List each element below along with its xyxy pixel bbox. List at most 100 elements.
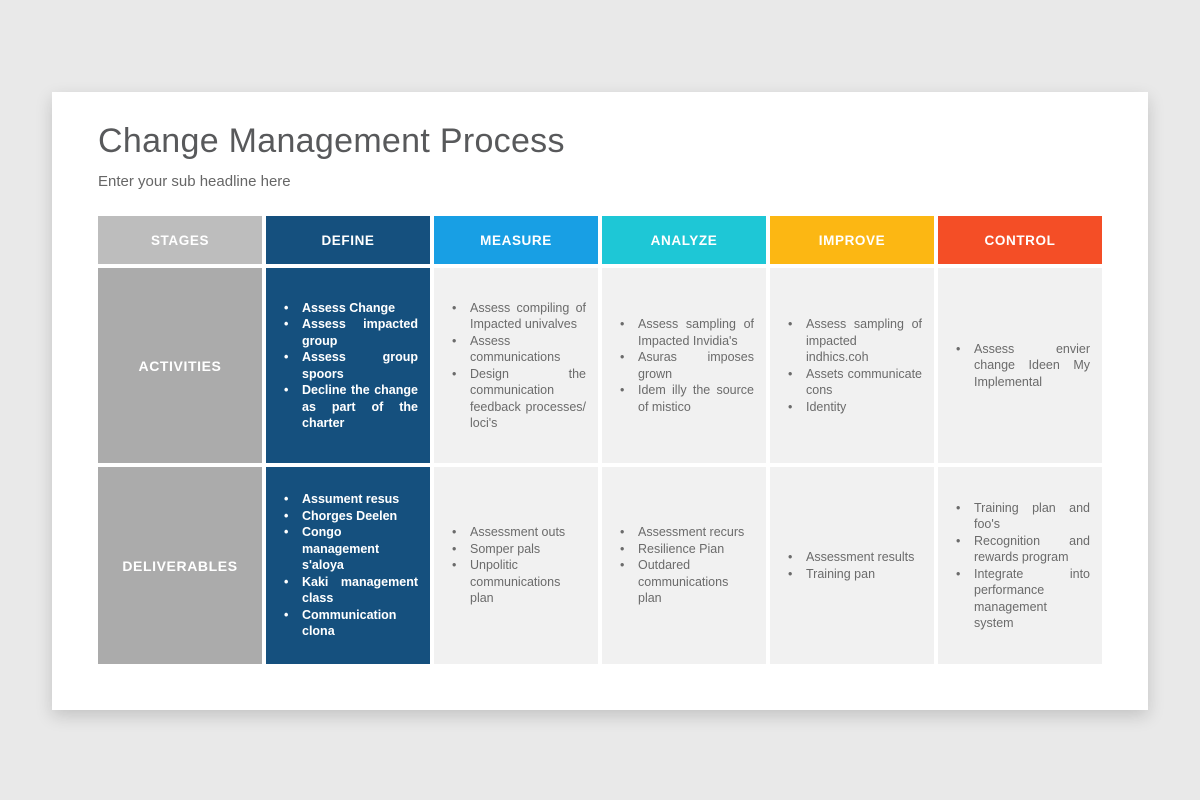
header-cell-control: CONTROL — [938, 216, 1102, 264]
list-item: • Communication clona — [280, 607, 418, 640]
list-item: • Training plan and foo's — [952, 500, 1090, 533]
list-item: • Training pan — [784, 566, 922, 583]
bullet-icon: • — [452, 366, 457, 381]
bullet-list: • Assument resus • Chorges Deelen • Congo man… — [280, 491, 418, 640]
list-item-text: Chorges Deelen — [302, 508, 398, 523]
bullet-list: • Assess sampling of Impacted Invidia's • A… — [616, 316, 754, 415]
list-item-text: Assess compiling of Impacted univalves — [470, 300, 586, 332]
bullet-icon: • — [620, 383, 625, 397]
bullet-list: • Training plan and foo's • Recognition and… — [952, 500, 1090, 632]
slide-card: Change Management Process Enter your sub… — [52, 92, 1148, 710]
bullet-icon: • — [788, 317, 793, 331]
bullet-icon: • — [284, 525, 289, 540]
list-item-text: Assess impacted group — [302, 317, 418, 348]
cell-deliverables-define: • Assument resus • Chorges Deelen • Congo man… — [266, 467, 430, 664]
bullet-icon: • — [284, 508, 289, 523]
bullet-icon: • — [452, 333, 457, 348]
list-item-text: Assess sampling of impacted indhics.coh — [806, 317, 922, 364]
list-item: • Outdared communications plan — [616, 557, 754, 607]
list-item: • Chorges Deelen — [280, 508, 418, 525]
list-item-text: Assess sampling of Impacted Invidia's — [638, 317, 754, 348]
list-item-text: Assess Change — [302, 300, 396, 315]
list-item-text: Assess communications — [470, 333, 561, 365]
list-item: •Somper pals — [448, 541, 586, 558]
cell-deliverables-control: • Training plan and foo's • Recognition and… — [938, 467, 1102, 664]
list-item-text: Recognition and rewards program — [974, 533, 1090, 565]
cell-deliverables-analyze: • Assessment recurs•Resilience Pian• Outda… — [602, 467, 766, 664]
list-item-text: Assument resus — [302, 492, 400, 507]
cell-activities-measure: •Assess compiling of Impacted univalves•… — [434, 268, 598, 463]
list-item-text: Asuras imposes grown — [638, 350, 754, 381]
header-cell-analyze: ANALYZE — [602, 216, 766, 264]
bullet-icon: • — [284, 383, 289, 397]
bullet-icon: • — [452, 525, 457, 540]
header-cell-improve: IMPROVE — [770, 216, 934, 264]
row-header-activities: ACTIVITIES — [98, 268, 262, 463]
header-cell-define: DEFINE — [266, 216, 430, 264]
list-item: • Assess sampling of Impacted Invidia's — [616, 316, 754, 349]
list-item: • Assets communicate cons — [784, 366, 922, 399]
list-item-text: Outdared communications plan — [638, 558, 729, 606]
list-item-text: Communication clona — [302, 607, 397, 639]
list-item-text: Training plan and foo's — [974, 500, 1090, 532]
list-item: •Decline the change as part of the chart… — [280, 382, 418, 432]
cell-activities-control: • Assess envier change Ideen My Implement… — [938, 268, 1102, 463]
header-cell-stages: STAGES — [98, 216, 262, 264]
bullet-icon: • — [620, 558, 625, 573]
list-item: • Assessment results — [784, 549, 922, 566]
bullet-list: • Assess sampling of impacted indhics.coh… — [784, 316, 922, 415]
bullet-icon: • — [956, 533, 961, 548]
bullet-list: • Assessment results • Training pan — [784, 549, 922, 582]
list-item-text: Assessment recurs — [638, 525, 745, 540]
bullet-icon: • — [788, 399, 793, 414]
bullet-icon: • — [956, 341, 961, 356]
bullet-icon: • — [284, 492, 289, 507]
list-item: • Assess impacted group — [280, 316, 418, 349]
page-subtitle: Enter your sub headline here — [98, 173, 291, 190]
list-item-text: Assess envier change Ideen My Implementa… — [974, 341, 1090, 389]
list-item: •Unpolitic communications plan — [448, 557, 586, 607]
bullet-icon: • — [452, 300, 457, 315]
bullet-icon: • — [956, 566, 961, 581]
bullet-icon: • — [620, 525, 625, 540]
list-item: • Assessment outs — [448, 524, 586, 541]
bullet-icon: • — [788, 550, 793, 564]
list-item: • Kaki management class — [280, 574, 418, 607]
bullet-icon: • — [956, 500, 961, 515]
bullet-icon: • — [284, 607, 289, 622]
bullet-list: •Assess Change•Assess impacted group•Ass… — [280, 300, 418, 432]
list-item-text: Somper pals — [470, 541, 541, 556]
list-item-text: Assessment results — [806, 550, 915, 564]
list-item-text: Assets communicate cons — [806, 366, 922, 398]
header-cell-measure: MEASURE — [434, 216, 598, 264]
list-item-text: Assess group spoors — [302, 350, 418, 381]
list-item: •Assess Change — [280, 300, 418, 317]
bullet-list: •Assess compiling of Impacted univalves•… — [448, 300, 586, 432]
list-item-text: Resilience Pian — [638, 541, 725, 556]
bullet-icon: • — [620, 317, 625, 331]
bullet-icon: • — [788, 566, 793, 581]
bullet-icon: • — [788, 366, 793, 381]
cell-deliverables-improve: • Assessment results • Training pan — [770, 467, 934, 664]
list-item-text: Training pan — [806, 566, 876, 581]
list-item: •Design the communication feedback proce… — [448, 366, 586, 432]
list-item: • Assess group spoors — [280, 349, 418, 382]
bullet-icon: • — [284, 574, 289, 589]
list-item: • Assessment recurs — [616, 524, 754, 541]
list-item: • Identity — [784, 399, 922, 416]
bullet-list: • Assessment outs•Somper pals•Unpolitic c… — [448, 524, 586, 607]
list-item: • Assess sampling of impacted indhics.coh — [784, 316, 922, 366]
list-item-text: Assessment outs — [470, 525, 566, 540]
list-item: • Assess compiling of Impacted univalves — [448, 300, 586, 333]
cell-activities-improve: • Assess sampling of impacted indhics.coh… — [770, 268, 934, 463]
bullet-icon: • — [284, 317, 289, 331]
list-item: •Resilience Pian — [616, 541, 754, 558]
list-item-text: Congo management s'aloya — [302, 525, 380, 573]
bullet-icon: • — [284, 350, 289, 364]
list-item: • Recognition and rewards program — [952, 533, 1090, 566]
slide-header: Change Management Process Enter your sub… — [52, 92, 1148, 190]
list-item-text: Identity — [806, 399, 847, 414]
list-item-text: Kaki management class — [302, 574, 418, 606]
cell-deliverables-measure: • Assessment outs•Somper pals•Unpolitic c… — [434, 467, 598, 664]
list-item: •Integrate into performance management s… — [952, 566, 1090, 632]
